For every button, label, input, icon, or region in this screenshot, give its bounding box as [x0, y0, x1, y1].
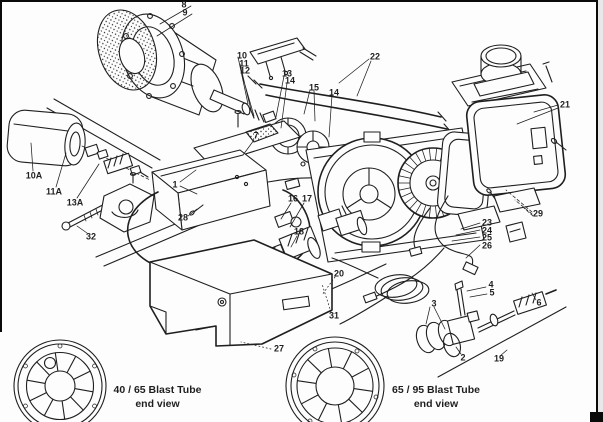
bracket-29 [493, 187, 541, 243]
electrode-bracket [249, 37, 317, 81]
burner-cover [149, 239, 333, 347]
cover-10a [6, 109, 151, 181]
caption-blast-tube-65-95: 65 / 95 Blast Tube end view [362, 383, 510, 411]
caption-line-2: end view [413, 398, 459, 411]
caption-line-2: end view [135, 398, 180, 411]
caption-line-1: 65 / 95 Blast Tube [392, 384, 480, 396]
caption-line-1: 40 / 65 Blast Tube [113, 384, 202, 396]
left-mounting-bracket [99, 172, 155, 233]
leader-lines [30, 5, 559, 357]
fan-end-view-left [13, 339, 107, 422]
ignition-transformer [151, 149, 302, 231]
caption-blast-tube-40-65: 40 / 65 Blast Tube end view [85, 383, 230, 411]
nozzle-line-assembly [415, 280, 567, 378]
mounting-gasket [96, 9, 158, 91]
fan-end-view-right [285, 336, 385, 422]
